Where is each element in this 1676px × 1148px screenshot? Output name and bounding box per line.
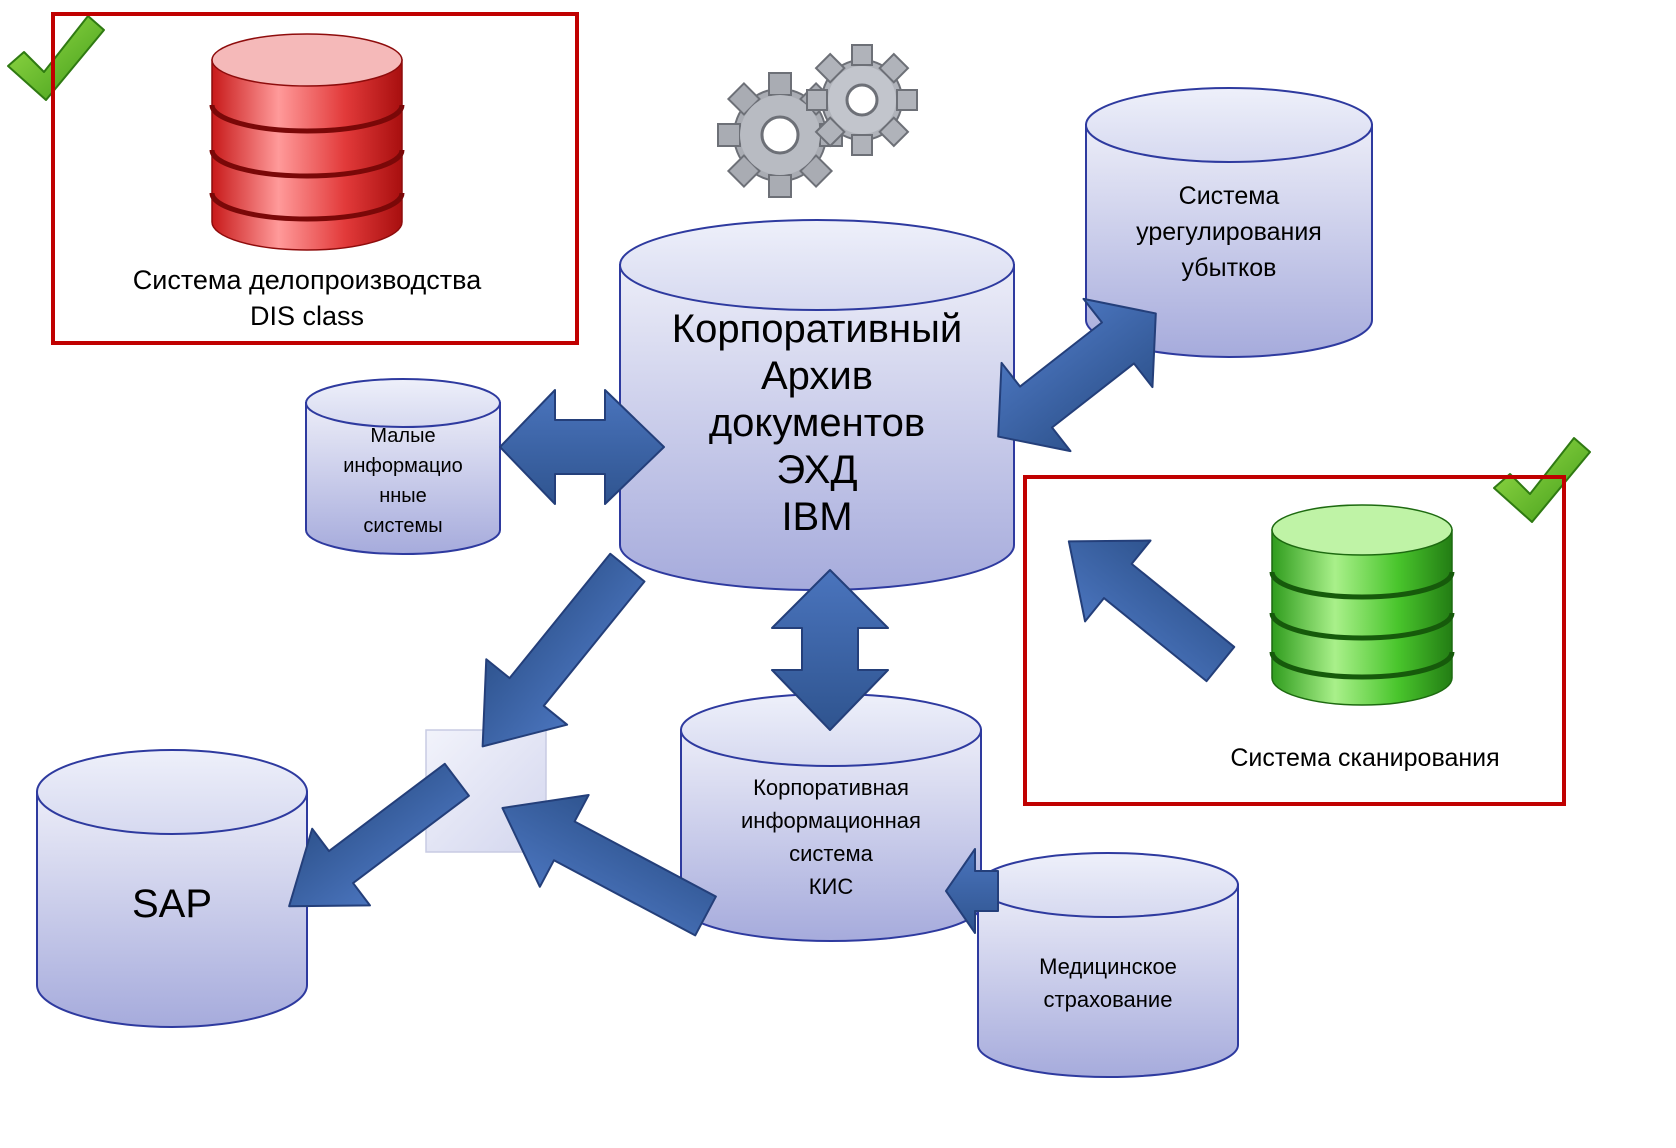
- small-is-label-line: нные: [379, 485, 427, 507]
- medical-label-line: страхование: [1043, 987, 1173, 1012]
- kis-label: Корпоративная информационная система КИС: [690, 771, 972, 903]
- claims-label-line: урегулирования: [1136, 218, 1322, 246]
- small-is-label-line: информацио: [343, 455, 463, 477]
- small-is-label-line: Малые: [370, 425, 436, 447]
- kis-label-line: система: [789, 841, 873, 866]
- arrow-small-is-archive: [499, 389, 665, 505]
- claims-label-line: Система: [1178, 182, 1280, 210]
- archive-label-line: Корпоративный: [671, 307, 963, 351]
- claims-cylinder: [1085, 87, 1373, 358]
- claims-label-line: убытков: [1181, 254, 1277, 282]
- scanning-frame: [1023, 475, 1566, 806]
- small-is-label-line: системы: [363, 515, 443, 537]
- archive-label: Корпоративный Архив документов ЭХД IBM: [630, 306, 1004, 541]
- archive-cylinder: [619, 219, 1015, 591]
- arrow-archive-junction: [481, 552, 646, 748]
- arrow-archive-kis: [771, 569, 889, 731]
- medical-cylinder: [977, 852, 1239, 1078]
- arrow-archive-claims: [997, 297, 1157, 453]
- archive-label-line: Архив: [760, 354, 874, 398]
- scanning-label: Система сканирования: [1180, 741, 1550, 775]
- sap-cylinder: [36, 749, 308, 1028]
- dis-class-label-line: Система делопроизводства: [132, 265, 482, 295]
- medical-label-line: Медицинское: [1039, 954, 1177, 979]
- arrow-junction-sap: [288, 762, 470, 908]
- checkmark-icon: [1493, 437, 1591, 523]
- small-is-cylinder: [305, 378, 501, 555]
- small-is-label: Малые информацио нные системы: [316, 421, 490, 541]
- kis-cylinder: [680, 693, 982, 942]
- kis-label-line: Корпоративная: [753, 775, 909, 800]
- red-database-icon: [209, 33, 405, 251]
- archive-label-line: ЭХД: [776, 448, 858, 492]
- archive-label-line: IBM: [781, 495, 853, 539]
- arrow-kis-junction: [501, 793, 717, 937]
- medical-label: Медицинское страхование: [988, 950, 1228, 1016]
- kis-label-line: КИС: [808, 874, 854, 899]
- sap-label-line: SAP: [131, 882, 213, 926]
- arrow-scanning-archive: [1067, 539, 1236, 683]
- sap-label: SAP: [47, 880, 297, 928]
- scanning-label-line: Система сканирования: [1230, 744, 1500, 772]
- dis-class-frame: [51, 12, 579, 345]
- green-database-icon: [1269, 504, 1455, 706]
- gears-icon: [717, 44, 918, 198]
- dis-class-label-line: DIS class: [249, 301, 365, 331]
- checkmark-icon: [7, 15, 105, 101]
- claims-label: Система урегулирования убытков: [1096, 178, 1362, 286]
- dis-class-label: Система делопроизводства DIS class: [80, 262, 534, 334]
- archive-label-line: документов: [708, 401, 926, 445]
- kis-label-line: информационная: [741, 808, 921, 833]
- arrow-medical-kis: [945, 848, 999, 934]
